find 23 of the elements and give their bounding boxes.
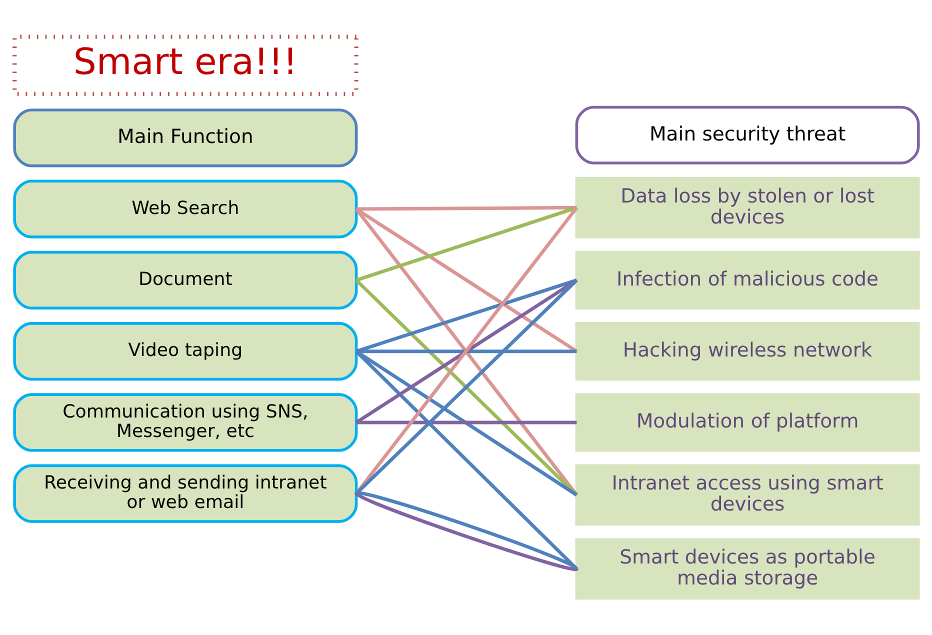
node-box: Receiving and sending intranet or web email <box>12 464 358 523</box>
node-box: Document <box>12 250 358 310</box>
node-box: Intranet access using smart devices <box>574 464 920 526</box>
node-box: Video taping <box>12 322 358 381</box>
node-box: Hacking wireless network <box>574 322 920 381</box>
node-box: Smart devices as portable media storage <box>574 538 920 600</box>
node-box: Main security threat <box>574 106 920 164</box>
connector <box>354 350 578 570</box>
connector <box>355 278 577 353</box>
connector <box>355 206 577 282</box>
node-box: Main Function <box>12 108 358 168</box>
node-box: Communication using SNS, Messenger, etc <box>12 393 358 452</box>
connector <box>354 350 578 496</box>
node-box: Modulation of platform <box>574 393 920 452</box>
node-box: Smart era!!! <box>12 34 358 96</box>
node-box: Data loss by stolen or lost devices <box>574 176 920 238</box>
node-box: Web Search <box>12 180 358 238</box>
connector <box>356 206 576 211</box>
connector <box>354 208 578 353</box>
connector <box>354 278 578 424</box>
connector <box>356 420 576 424</box>
node-box: Infection of malicious code <box>574 250 920 310</box>
connector <box>356 350 576 354</box>
